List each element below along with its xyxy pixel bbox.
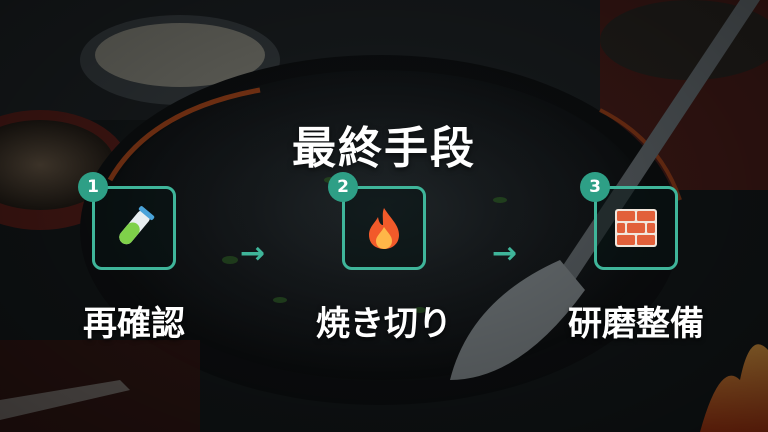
step-3-number-badge: 3 [580, 172, 610, 202]
fire-icon [369, 208, 399, 249]
brick-icon [615, 209, 657, 247]
step-2-icon-box [342, 186, 426, 270]
test-tube-icon [119, 206, 155, 245]
step-2-number-badge: 2 [328, 172, 358, 202]
step-1-number-badge: 1 [78, 172, 108, 202]
step-2-label: 焼き切り [316, 304, 452, 344]
step-3-label: 研磨整備 [568, 304, 704, 344]
step-1-icon-box [92, 186, 176, 270]
arrow-2-to-3: → [492, 236, 518, 271]
step-1-label: 再確認 [83, 304, 185, 344]
slide-title: 最終手段 [292, 123, 476, 174]
step-3-icon-box [594, 186, 678, 270]
arrow-1-to-2: → [240, 236, 266, 271]
